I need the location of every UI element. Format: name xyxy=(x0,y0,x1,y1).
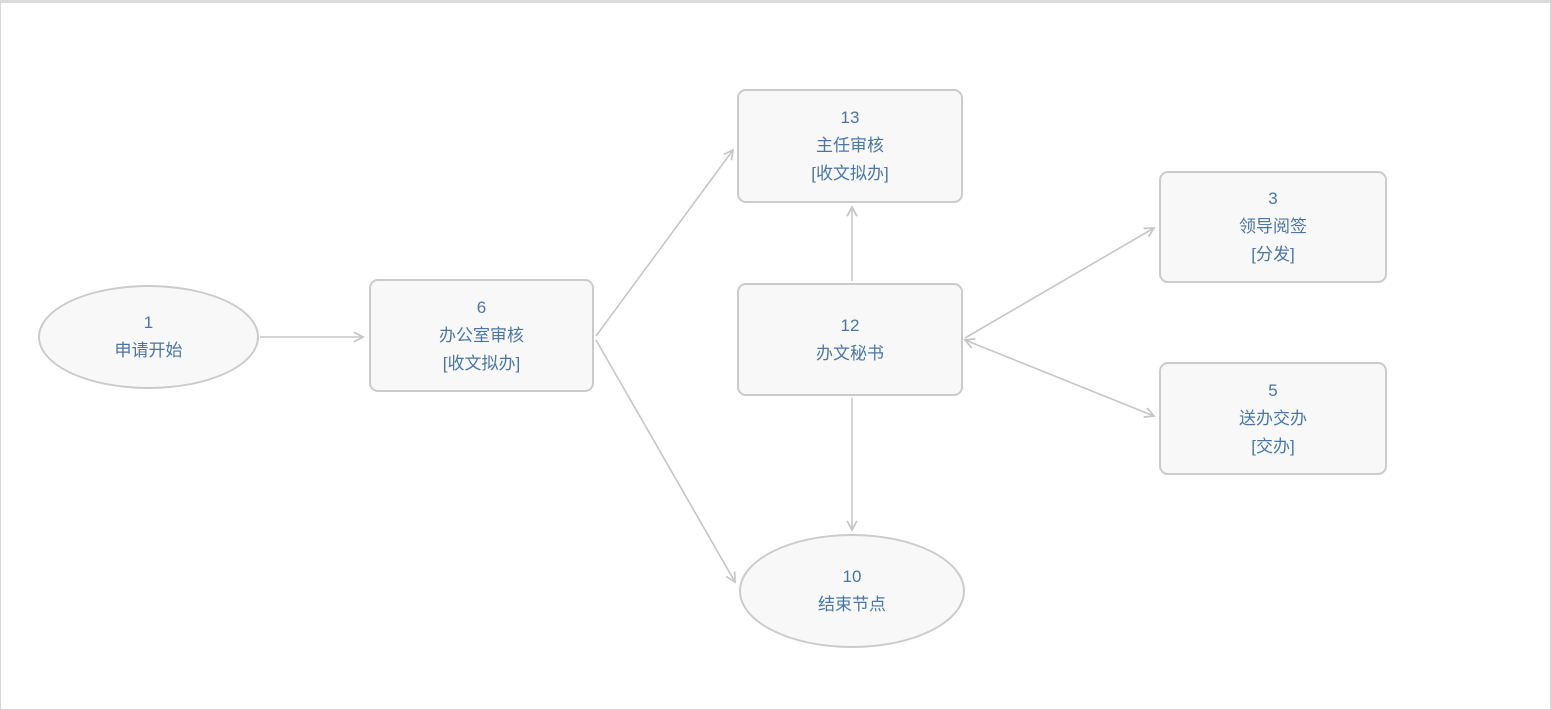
edge-office-review-to-end-node xyxy=(595,339,736,584)
node-title: 申请开始 xyxy=(114,341,183,360)
node-id: 5 xyxy=(1268,380,1278,400)
edge-secretary-to-leader-sign xyxy=(964,227,1156,339)
edge-secretary-to-assign-bidirectional xyxy=(963,338,1156,418)
flow-node-document-secretary[interactable]: 12 办文秘书 xyxy=(737,283,963,396)
node-title: 办公室审核 xyxy=(439,325,524,345)
node-title: 办文秘书 xyxy=(816,343,884,363)
node-action: [分发] xyxy=(1251,245,1295,264)
node-id: 6 xyxy=(476,297,487,317)
node-id: 1 xyxy=(143,313,154,332)
flow-node-director-review[interactable]: 13 主任审核 [收文拟办] xyxy=(737,89,963,203)
flow-node-end[interactable]: 10 结束节点 xyxy=(739,534,965,648)
flow-node-office-review[interactable]: 6 办公室审核 [收文拟办] xyxy=(369,279,594,392)
node-id: 10 xyxy=(842,567,862,586)
edges-layer xyxy=(260,148,1156,584)
flow-node-start[interactable]: 1 申请开始 xyxy=(38,285,259,389)
flow-node-leader-sign[interactable]: 3 领导阅签 [分发] xyxy=(1159,171,1387,283)
flow-node-assign[interactable]: 5 送办交办 [交办] xyxy=(1159,362,1387,475)
node-action: [收文拟办] xyxy=(442,353,521,373)
node-id: 13 xyxy=(840,108,860,127)
node-title: 领导阅签 xyxy=(1239,217,1307,236)
node-action: [收文拟办] xyxy=(811,164,889,183)
node-action: [交办] xyxy=(1251,436,1295,456)
node-title: 主任审核 xyxy=(816,136,884,155)
node-id: 3 xyxy=(1268,189,1278,208)
node-title: 送办交办 xyxy=(1239,408,1307,428)
node-id: 12 xyxy=(840,315,860,335)
edge-office-review-to-director-review xyxy=(595,148,735,337)
node-title: 结束节点 xyxy=(818,595,886,614)
